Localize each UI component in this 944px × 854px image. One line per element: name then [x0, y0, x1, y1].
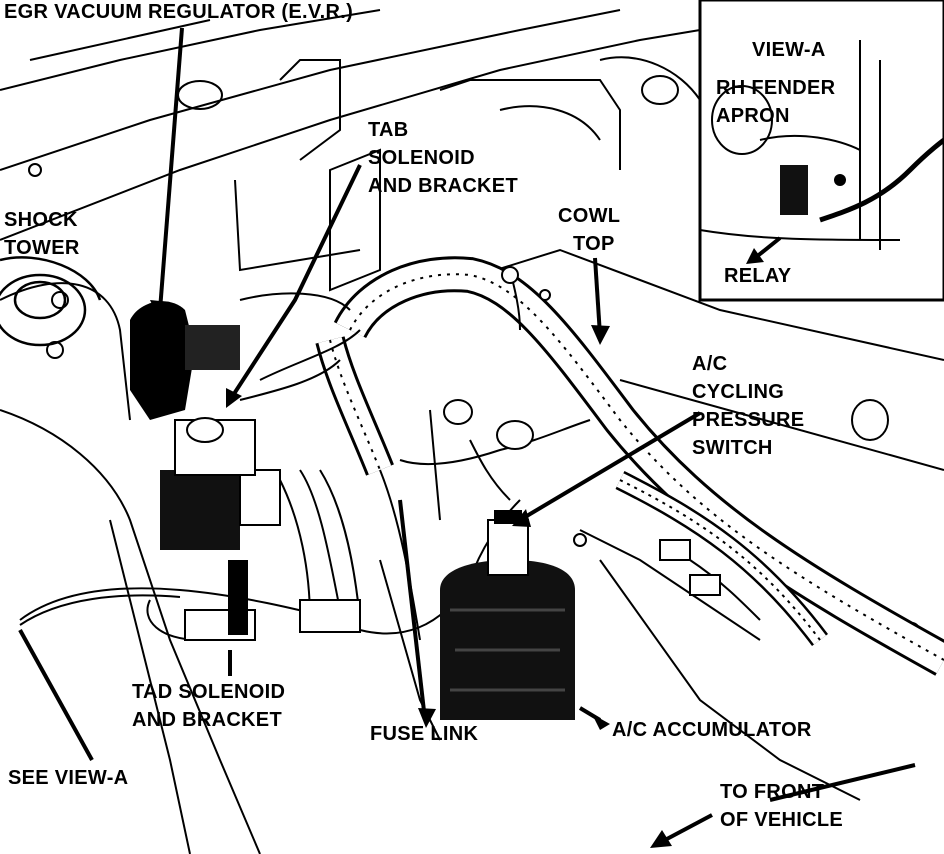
cowl-top-label-line2: TOP — [573, 233, 615, 255]
tad-solenoid-label-line1: TAD SOLENOID — [132, 681, 286, 703]
ac-accumulator — [440, 510, 575, 720]
ac-switch-label-line3: PRESSURE — [692, 409, 805, 431]
arrowheads — [150, 248, 764, 848]
body-panels — [0, 9, 944, 854]
shock-tower-label-line2: TOWER — [4, 237, 80, 259]
rh-fender-label-line1: RH FENDER — [716, 77, 836, 99]
view-a-inset — [698, 0, 944, 302]
view-a-title: VIEW-A — [752, 39, 826, 61]
relay-label: RELAY — [724, 265, 792, 287]
cowl-top-label-line1: COWL — [558, 205, 621, 227]
ac-accumulator-label: A/C ACCUMULATOR — [612, 719, 812, 741]
tad-solenoid-label-line2: AND BRACKET — [132, 709, 282, 731]
front-of-vehicle-label-line1: TO FRONT — [720, 781, 825, 803]
fasteners — [443, 266, 721, 596]
fuse-link-label: FUSE LINK — [370, 723, 479, 745]
egr-regulator-label: EGR VACUUM REGULATOR (E.V.R.) — [4, 1, 354, 23]
tab-solenoid-label-line1: TAB — [368, 119, 409, 141]
shock-tower-label-line1: SHOCK — [4, 209, 78, 231]
tab-solenoid-label-line2: SOLENOID — [368, 147, 475, 169]
ac-switch-label-line4: SWITCH — [692, 437, 773, 459]
egr-solenoid-cluster — [130, 301, 361, 641]
rh-fender-label-line2: APRON — [716, 105, 790, 127]
ac-switch-label-line2: CYCLING — [692, 381, 785, 403]
see-view-a-label: SEE VIEW-A — [8, 767, 129, 789]
shock-tower — [0, 256, 102, 347]
main-wiring-harness — [315, 256, 944, 676]
ac-switch-label-line1: A/C — [692, 353, 728, 375]
tab-solenoid-label-line3: AND BRACKET — [368, 175, 518, 197]
front-of-vehicle-label-line2: OF VEHICLE — [720, 809, 844, 831]
